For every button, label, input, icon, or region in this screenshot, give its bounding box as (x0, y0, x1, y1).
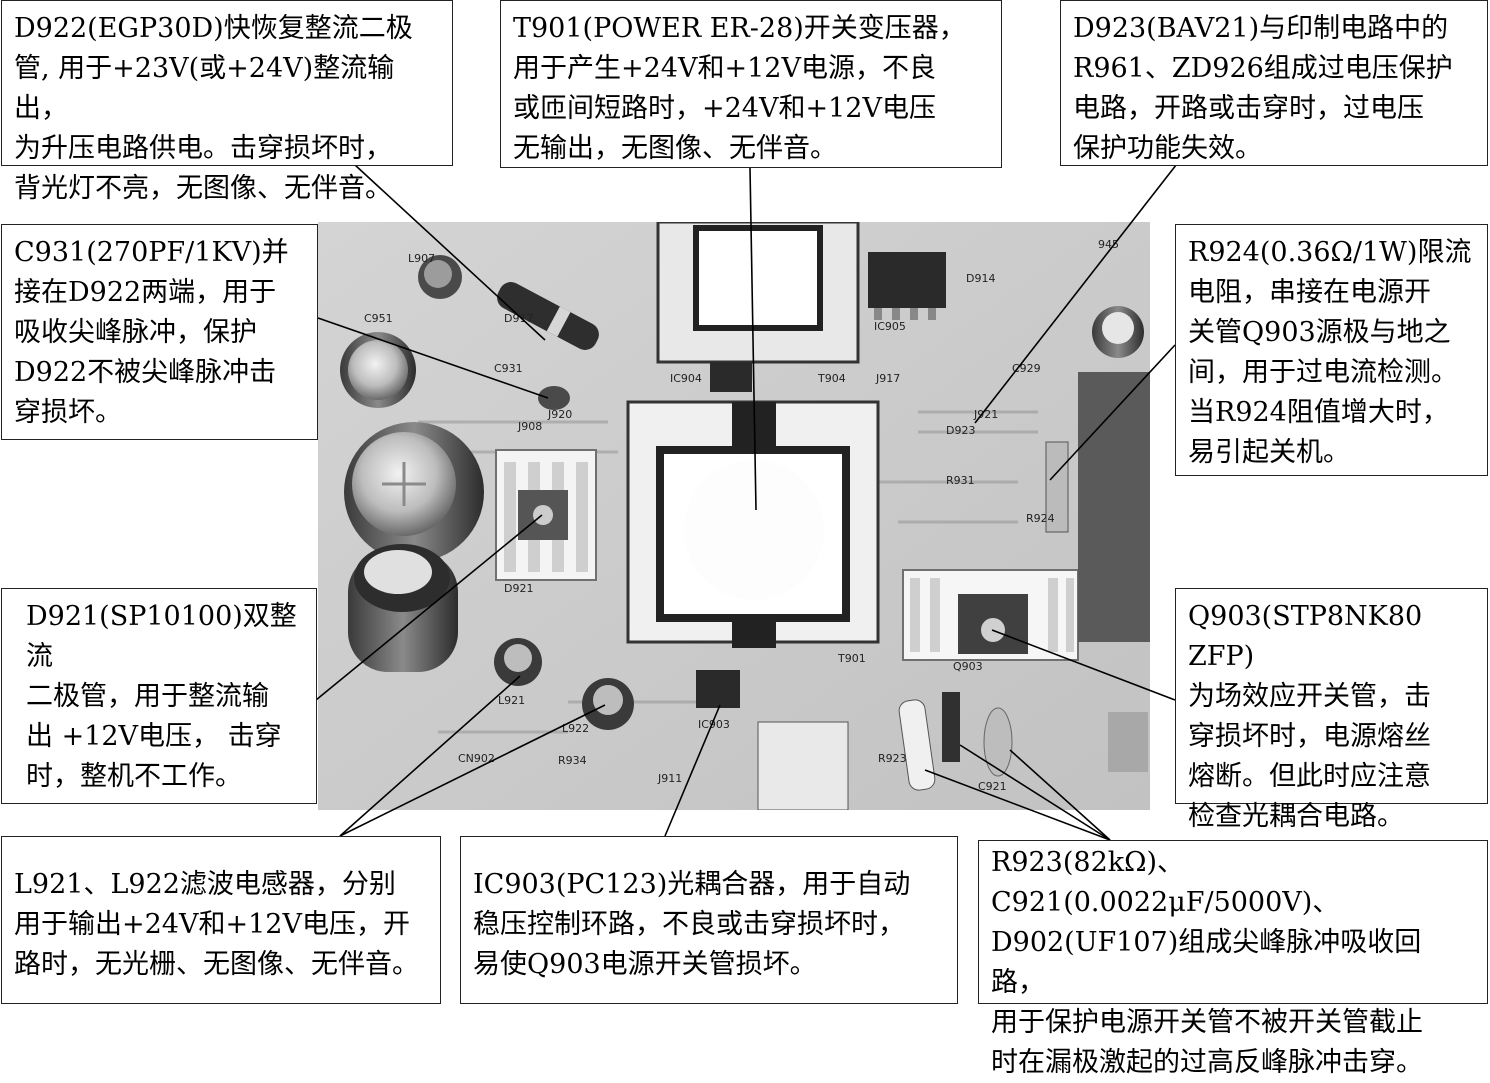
leader-lines (315, 159, 1181, 841)
leader-d923 (974, 159, 1181, 424)
leader-d922 (354, 164, 546, 341)
annotation-r924: R924(0.36Ω/1W)限流 电阻，串接在电源开 关管Q903源极与地之 间… (1175, 224, 1488, 476)
capacitor-large-2 (348, 544, 458, 672)
annotation-t901: T901(POWER ER-28)开关变压器， 用于产生+24V和+12V电源，… (500, 0, 1002, 168)
silk-r934: R934 (558, 754, 587, 767)
leader-r923 (924, 769, 1111, 841)
silk-c931: C931 (494, 362, 523, 375)
annotation-c931: C931(270PF/1KV)并 接在D922两端，用于 吸收尖峰脉冲，保护 D… (1, 224, 318, 440)
leader-d902 (959, 744, 1111, 841)
silk-d923: D923 (946, 424, 975, 437)
silk-r931: R931 (946, 474, 975, 487)
annotation-r923: R923(82kΩ)、C921(0.0022μF/5000V)、 D902(UF… (978, 840, 1488, 1078)
silk-r923: R923 (878, 752, 907, 765)
diode-d922 (497, 282, 599, 350)
silk-l921: L921 (498, 694, 525, 707)
capacitor-l907 (418, 255, 462, 299)
annotation-d922: D922(EGP30D)快恢复整流二极 管, 用于+23V(或+24V)整流输出… (1, 0, 453, 204)
silk-ic903: IC903 (698, 718, 730, 731)
silk-j917: J917 (875, 372, 900, 385)
leader-ic903 (664, 704, 721, 837)
silk-j911: J911 (657, 772, 682, 785)
silk-945: 945 (1098, 238, 1119, 251)
pcb-photo: IC905 T904 T901 IC904 IC903 Q903 R924 R9… (318, 222, 1150, 810)
capacitor-right (1092, 306, 1144, 358)
annotation-d923: D923(BAV21)与印制电路中的 R961、ZD926组成过电压保护 电路，… (1060, 0, 1488, 166)
silk-c921: C921 (978, 780, 1007, 793)
silk-t901: T901 (837, 652, 866, 665)
annotation-l921: L921、L922滤波电感器，分别 用于输出+24V和+12V电压，开 路时，无… (1, 836, 441, 1004)
ic-ic903 (696, 670, 740, 708)
ic-ic905 (868, 252, 946, 320)
component-lower-right (1108, 712, 1148, 772)
annotation-q903: Q903(STP8NK80 ZFP) 为场效应开关管，击 穿损坏时，电源熔丝 熔… (1175, 588, 1488, 832)
silk-ic905: IC905 (874, 320, 906, 333)
leader-q903 (991, 629, 1176, 701)
leader-l921 (339, 675, 521, 837)
silk-l922: L922 (562, 722, 589, 735)
leader-t901 (749, 167, 757, 511)
silk-j920: J920 (547, 408, 572, 421)
heatsink-q903 (902, 569, 1079, 661)
leader-l922 (339, 704, 606, 837)
diode-d902 (942, 692, 960, 762)
leader-r924 (1049, 344, 1176, 481)
silk-j908: J908 (517, 420, 542, 433)
annotation-d921: D921(SP10100)双整流 二极管，用于整流输 出 +12V电压， 击穿 … (1, 588, 317, 804)
ic-ic904 (710, 362, 752, 392)
silk-t904: T904 (817, 372, 846, 385)
silk-r924: R924 (1026, 512, 1055, 525)
leader-c921 (1009, 749, 1111, 841)
silk-l907: L907 (408, 252, 435, 265)
leader-c931 (317, 317, 549, 399)
transformer-t904 (656, 222, 860, 364)
capacitor-c931 (538, 386, 570, 410)
capacitor-large (344, 422, 484, 562)
silk-ic904: IC904 (670, 372, 702, 385)
capacitor-c951 (340, 332, 416, 408)
silk-q903: Q903 (953, 660, 983, 673)
silk-cn902: CN902 (458, 752, 495, 765)
heatsink-d921 (495, 449, 597, 581)
silk-d921: D921 (504, 582, 533, 595)
capacitor-c921 (983, 707, 1013, 777)
leader-d921 (315, 514, 543, 701)
resistor-r923 (898, 699, 936, 791)
connector-block (757, 721, 849, 810)
transformer-right (1078, 372, 1150, 642)
annotation-ic903: IC903(PC123)光耦合器，用于自动 稳压控制环路，不良或击穿损坏时， 易… (460, 836, 958, 1004)
silk-d914: D914 (966, 272, 995, 285)
silk-c951: C951 (364, 312, 393, 325)
transformer-t901 (626, 400, 880, 648)
resistor-r924 (1045, 441, 1069, 533)
